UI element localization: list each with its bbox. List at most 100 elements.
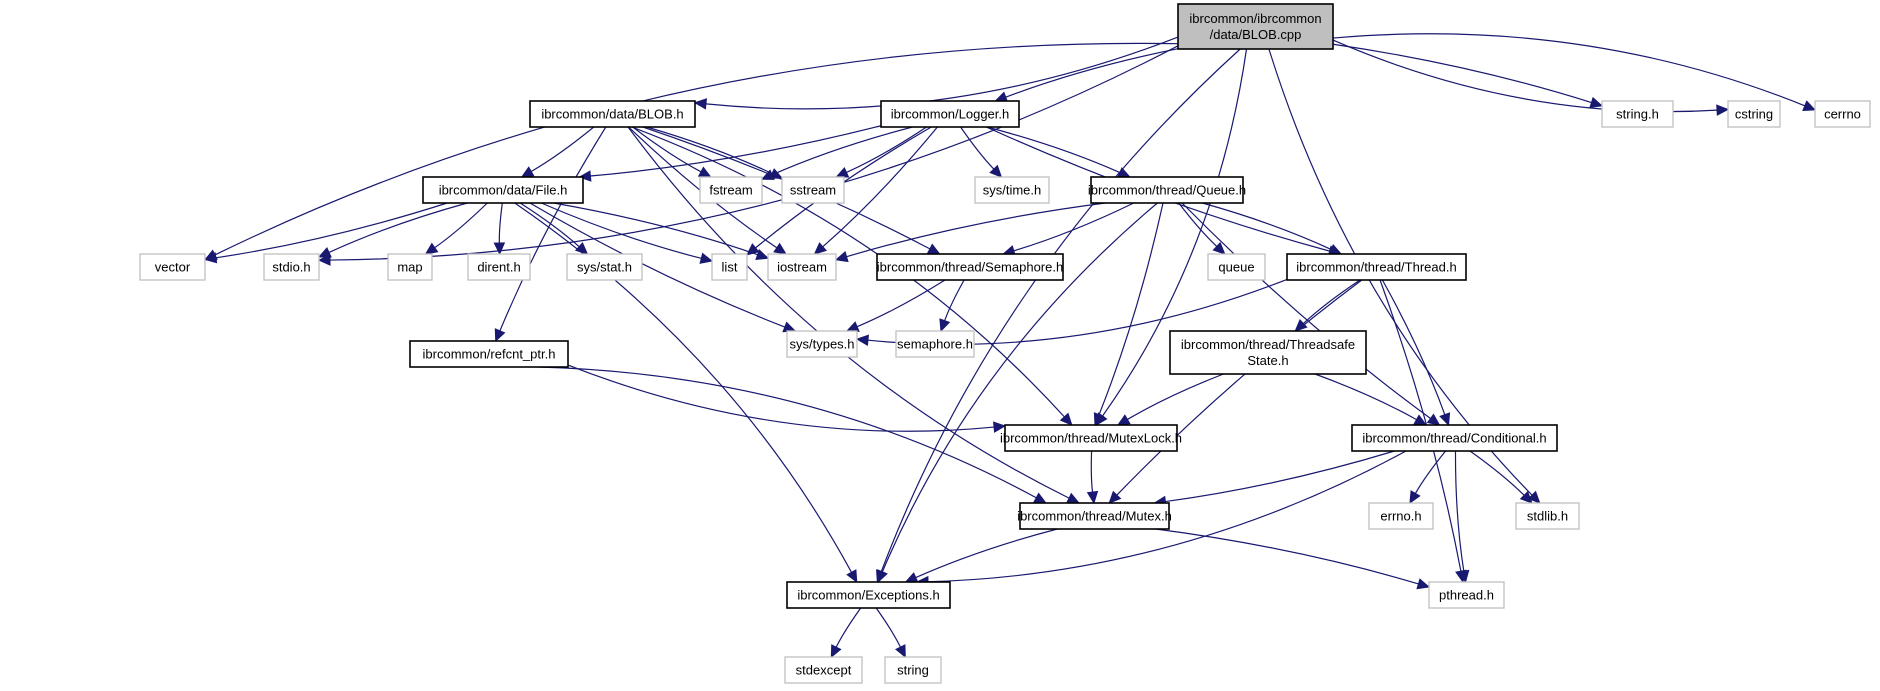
edge-conditional_h-to-stdlib_h	[1469, 450, 1533, 504]
node-label: ibrcommon/refcnt_ptr.h	[423, 347, 556, 362]
node-box	[1177, 3, 1334, 50]
edge-queue_h-to-queue	[1178, 202, 1226, 255]
arrowhead-icon	[1212, 241, 1226, 255]
edge-root-to-exceptions_h	[876, 48, 1241, 584]
node-box	[699, 176, 763, 204]
node-box	[139, 253, 206, 281]
edge-line	[1414, 450, 1447, 494]
node-systypes-h: sys/types.h	[786, 330, 858, 358]
node-box	[422, 176, 584, 204]
node-blob-h[interactable]: ibrcommon/data/BLOB.h	[529, 100, 696, 128]
node-fstream: fstream	[699, 176, 763, 204]
node-box	[711, 253, 748, 281]
node-label: ibrcommon/Logger.h	[891, 107, 1010, 122]
node-vector: vector	[139, 253, 206, 281]
arrowhead-icon	[835, 166, 850, 178]
edge-line	[541, 202, 702, 259]
node-refcnt-h[interactable]: ibrcommon/refcnt_ptr.h	[409, 340, 569, 368]
node-label: ibrcommon/data/File.h	[439, 183, 568, 198]
edge-line	[567, 364, 995, 432]
node-thread-h[interactable]: ibrcommon/thread/Thread.h	[1286, 253, 1467, 281]
edge-blob_h-to-mutexlock_h	[631, 126, 1073, 426]
node-box	[566, 253, 643, 281]
node-exceptions-h[interactable]: ibrcommon/Exceptions.h	[786, 581, 951, 609]
node-label: stdexcept	[796, 663, 852, 678]
edge-exceptions_h-to-string	[875, 607, 906, 659]
node-root[interactable]: ibrcommon/ibrcommon/data/BLOB.cpp	[1177, 3, 1334, 50]
arrowhead-icon	[1409, 490, 1421, 505]
edges-layer	[203, 33, 1817, 659]
edge-line	[960, 126, 995, 170]
edge-root-to-stdio_h	[317, 45, 1179, 266]
node-box	[876, 253, 1064, 281]
edge-line	[499, 126, 607, 332]
node-label: sys/time.h	[983, 183, 1042, 198]
edge-line	[1202, 202, 1332, 250]
node-string: string	[884, 656, 942, 684]
node-box	[1515, 502, 1580, 530]
node-list: list	[711, 253, 748, 281]
edge-logger_h-to-iostream	[813, 126, 938, 255]
node-box	[974, 176, 1050, 204]
edge-line	[215, 202, 448, 259]
node-label: queue	[1218, 260, 1254, 275]
node-label: ibrcommon/thread/Mutex.h	[1017, 509, 1172, 524]
edge-line	[822, 126, 938, 248]
node-sstream: sstream	[781, 176, 845, 204]
edge-queue_h-to-exceptions_h	[877, 202, 1158, 584]
node-label: cerrno	[1824, 107, 1861, 122]
edge-file_h-to-sysstat_h	[519, 202, 589, 255]
edge-blob_h-to-refcnt_h	[494, 126, 607, 343]
node-label: ibrcommon/ibrcommon	[1189, 11, 1321, 26]
node-box	[1368, 502, 1434, 530]
node-conditional-h[interactable]: ibrcommon/thread/Conditional.h	[1351, 424, 1558, 452]
node-stdexcept: stdexcept	[784, 656, 863, 684]
node-label: ibrcommon/thread/Queue.h	[1088, 183, 1246, 198]
arrowhead-icon	[904, 572, 919, 583]
edge-file_h-to-dirent_h	[493, 202, 506, 256]
arrowhead-icon	[1086, 490, 1099, 505]
node-mutex-h[interactable]: ibrcommon/thread/Mutex.h	[1017, 502, 1172, 530]
edge-line	[771, 126, 913, 176]
arrowhead-icon	[494, 328, 506, 343]
arrowhead-icon	[1033, 492, 1047, 504]
arrowhead-icon	[699, 252, 714, 264]
arrowhead-icon	[1117, 167, 1131, 178]
edge-thread_h-to-conditional_h	[1381, 279, 1451, 427]
edge-line	[1013, 202, 1135, 252]
node-label: stdlib.h	[1527, 509, 1568, 524]
arrowhead-icon	[1116, 414, 1131, 426]
node-semaphore-hdr[interactable]: ibrcommon/thread/Semaphore.h	[876, 253, 1064, 281]
node-box	[1019, 502, 1170, 530]
arrowhead-icon	[830, 644, 842, 659]
node-queue-h[interactable]: ibrcommon/thread/Queue.h	[1088, 176, 1246, 204]
arrowhead-icon	[1066, 492, 1080, 504]
edge-line	[875, 607, 901, 648]
edge-line	[1005, 48, 1179, 98]
node-box	[467, 253, 531, 281]
arrowhead-icon	[926, 243, 941, 255]
node-box	[1004, 424, 1178, 452]
node-label: semaphore.h	[897, 337, 973, 352]
node-box	[786, 581, 951, 609]
edge-line	[553, 202, 758, 256]
edge-line	[537, 366, 1037, 499]
edge-mutexlock_h-to-mutex_h	[1086, 450, 1099, 505]
edge-line	[846, 202, 1106, 258]
edge-line	[519, 202, 580, 248]
node-cerrno: cerrno	[1814, 100, 1871, 128]
edge-line	[1454, 450, 1465, 572]
node-mutexlock-h[interactable]: ibrcommon/thread/MutexLock.h	[1000, 424, 1182, 452]
edge-line	[529, 202, 786, 328]
node-pthread-h: pthread.h	[1428, 581, 1505, 609]
node-file-h[interactable]: ibrcommon/data/File.h	[422, 176, 584, 204]
node-logger-h[interactable]: ibrcommon/Logger.h	[880, 100, 1020, 128]
arrowhead-icon	[813, 242, 828, 255]
node-box	[1286, 253, 1467, 281]
edge-queue_h-to-iostream	[834, 202, 1106, 263]
node-label: vector	[155, 260, 191, 275]
edge-mutex_h-to-exceptions_h	[904, 528, 1058, 583]
edge-line	[646, 126, 773, 175]
